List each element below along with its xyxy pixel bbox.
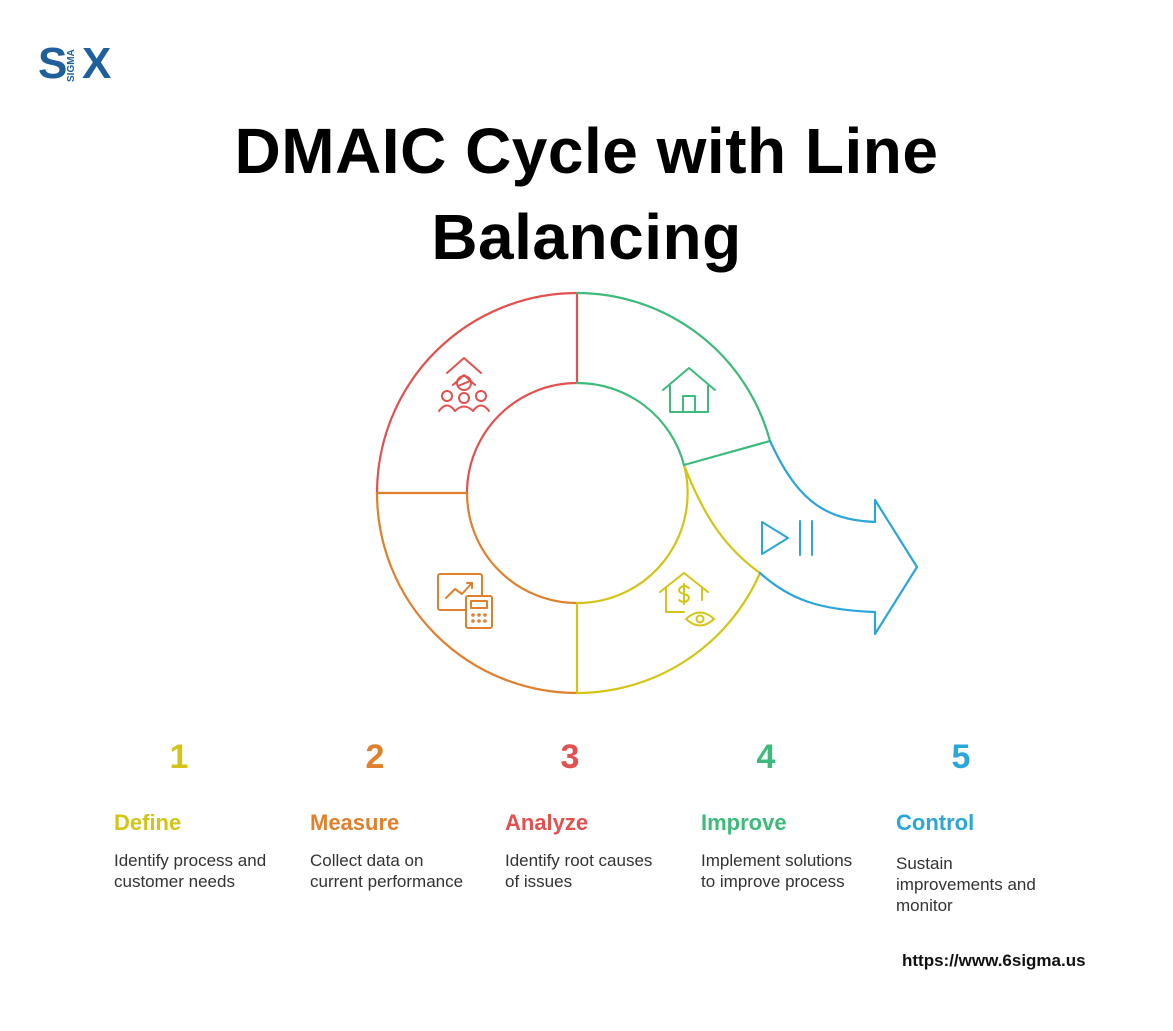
desc-line: Sustain	[896, 854, 953, 873]
desc-line: current performance	[310, 872, 464, 891]
step-label: Define	[114, 810, 182, 835]
footer-url[interactable]: https://www.6sigma.us	[902, 951, 1086, 970]
desc-line: Implement solutions	[701, 851, 853, 870]
step-measure: 2 Measure Collect data on current perfor…	[310, 738, 495, 892]
step-number: 2	[365, 738, 385, 776]
segment-analyze	[375, 291, 579, 495]
title-line-1: DMAIC Cycle with Line	[234, 115, 939, 187]
house-icon	[662, 367, 716, 413]
step-description: Identify root causes of issues	[505, 850, 690, 892]
step-number: 5	[951, 738, 971, 776]
step-description: Implement solutions to improve process	[701, 850, 886, 892]
step-label: Improve	[701, 810, 787, 835]
team-growth-icon	[438, 357, 490, 412]
desc-line: to improve process	[701, 872, 845, 891]
step-define: 1 Define Identify process and customer n…	[114, 738, 299, 892]
desc-line: Collect data on	[310, 851, 424, 870]
page-title: DMAIC Cycle with Line Balancing	[0, 108, 1173, 280]
segment-improve	[575, 291, 772, 467]
segment-control-arrow	[758, 439, 919, 636]
step-number: 1	[169, 738, 189, 776]
step-description: Sustain improvements and monitor	[896, 853, 1081, 916]
step-control: 5 Control Sustain improvements and monit…	[896, 738, 1081, 916]
step-number: 4	[756, 738, 776, 776]
step-label: Measure	[310, 810, 400, 835]
logo-letter-s: S	[38, 39, 67, 84]
logo-sigma-text: SIGMA	[66, 49, 77, 82]
sixsigma-logo: S X SIGMA	[38, 39, 111, 84]
segment-define	[575, 463, 762, 695]
step-description: Collect data on current performance	[310, 850, 495, 892]
step-description: Identify process and customer needs	[114, 850, 299, 892]
step-label: Control	[896, 810, 975, 835]
step-label: Analyze	[505, 810, 589, 835]
desc-line: customer needs	[114, 872, 235, 891]
step-number: 3	[560, 738, 580, 776]
title-line-2: Balancing	[431, 201, 742, 273]
logo-letter-x: X	[82, 39, 111, 84]
desc-line: of issues	[505, 872, 573, 891]
house-dollar-eye-icon	[659, 572, 715, 627]
step-analyze: 3 Analyze Identify root causes of issues	[505, 738, 690, 892]
desc-line: monitor	[896, 896, 953, 915]
desc-line: improvements and	[896, 875, 1036, 894]
desc-line: Identify root causes	[505, 851, 653, 870]
segment-measure	[375, 491, 579, 695]
step-improve: 4 Improve Implement solutions to improve…	[701, 738, 886, 892]
desc-line: Identify process and	[114, 851, 267, 870]
chart-calculator-icon	[437, 573, 493, 629]
play-pause-icon	[761, 520, 813, 556]
